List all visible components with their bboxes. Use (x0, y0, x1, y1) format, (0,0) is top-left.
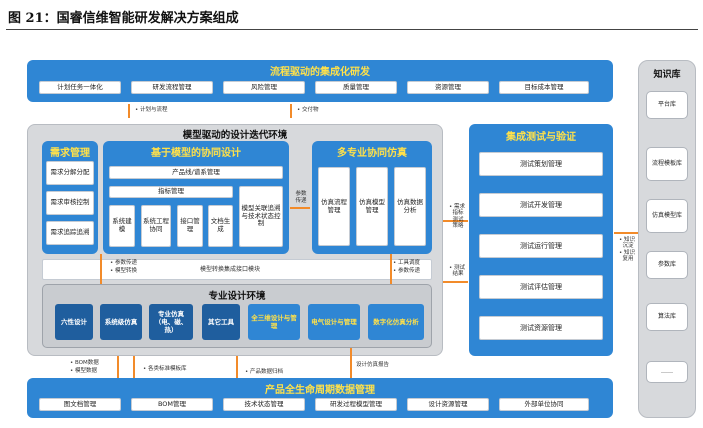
process-item: 质量管理 (315, 81, 397, 94)
collab-design-title: 基于模型的协同设计 (151, 148, 241, 159)
bom-note: • 模型数据 (70, 368, 98, 374)
interface-module-label: 模型转换集成接口模块 (200, 266, 261, 273)
kb-note: • 知识 沉淀 • 知识 复用 (619, 237, 636, 262)
collab-col: 文档生成 (208, 205, 233, 247)
product-line-box: 产品线/谱系管理 (109, 166, 283, 179)
middle-note: • 参数传递 (110, 260, 138, 266)
arrow-up-down (133, 356, 135, 378)
lifecycle-item: 研发过程模型管理 (315, 398, 397, 411)
process-item: 目标成本管理 (499, 81, 589, 94)
kb-item: 平台库 (646, 91, 688, 119)
arrow-right (290, 207, 310, 209)
design-env-item: 全三维设计与管理 (248, 304, 300, 340)
arrow-left-right (443, 281, 468, 283)
process-item: 资源管理 (407, 81, 489, 94)
caption-divider (6, 29, 698, 30)
bom-note: • BOM数据 (70, 360, 99, 366)
arrow-up-down (117, 356, 119, 378)
simulation-panel: 多专业协同仿真 仿真流程管理 仿真模型管理 仿真数据分析 (312, 141, 432, 254)
indicator-box: 指标管理 (109, 186, 233, 198)
trace-control-box: 模型关联追溯与技术状态控制 (239, 186, 283, 247)
plan-flow-note: • 计划与流程 (135, 107, 168, 113)
design-env-item: 其它工具 (202, 304, 240, 340)
arrow-up-down (128, 104, 130, 118)
simulation-title: 多专业协同仿真 (337, 148, 407, 159)
right-note: • 工具调度 (393, 260, 421, 266)
requirement-item: 需求审核控制 (46, 191, 94, 215)
middle-note: • 模型转换 (110, 268, 138, 274)
kb-item: 流程模板库 (646, 147, 688, 181)
design-env-item: 专业仿真（电、磁、热） (149, 304, 193, 340)
test-panel: 集成测试与验证 测试策划管理 测试开发管理 测试运行管理 测试评估管理 测试资源… (469, 124, 613, 356)
archive-note: • 产品数据归档 (245, 369, 284, 375)
arrow-left-right (614, 232, 638, 234)
test-item: 测试运行管理 (479, 234, 603, 258)
requirement-item: 需求分解分配 (46, 161, 94, 185)
test-note-left: • 需求 指标 测试 策略 (449, 204, 466, 229)
requirement-title: 需求管理 (50, 148, 90, 159)
model-panel-title: 模型驱动的设计迭代环境 (182, 130, 288, 141)
kb-item: …… (646, 361, 688, 383)
collab-col: 系统工程协同 (141, 205, 171, 247)
kb-item: 算法库 (646, 303, 688, 331)
lifecycle-item: 设计资源管理 (407, 398, 489, 411)
lifecycle-item: 外部单位协同 (499, 398, 589, 411)
arrow-up-down (290, 104, 292, 118)
figure-caption: 图 21：国睿信维智能研发解决方案组成 (8, 11, 239, 26)
design-env-item: 电气设计与管理 (308, 304, 360, 340)
design-env-item: 数字化仿真分析 (368, 304, 424, 340)
requirement-item: 需求追踪追溯 (46, 221, 94, 245)
design-env-item: 系统级仿真 (100, 304, 142, 340)
kb-title: 知识库 (653, 70, 681, 80)
test-item: 测试策划管理 (479, 152, 603, 176)
template-note: • 各类标准模板库 (143, 366, 187, 372)
lifecycle-panel: 产品全生命周期数据管理 图文档管理 BOM管理 技术状态管理 研发过程模型管理 … (27, 378, 613, 418)
arrow-left-right (443, 220, 468, 222)
lifecycle-title: 产品全生命周期数据管理 (265, 385, 375, 396)
process-panel-title: 流程驱动的集成化研发 (270, 67, 370, 78)
test-item: 测试评估管理 (479, 275, 603, 299)
requirement-panel: 需求管理 需求分解分配 需求审核控制 需求追踪追溯 (42, 141, 98, 254)
interface-module-bar (42, 259, 432, 280)
kb-item: 参数库 (646, 251, 688, 279)
knowledge-base-panel: 知识库 平台库 流程模板库 仿真模型库 参数库 算法库 …… (638, 60, 696, 418)
simulation-item: 仿真数据分析 (394, 167, 426, 246)
process-item: 风险管理 (223, 81, 305, 94)
collab-col: 系统建模 (109, 205, 135, 247)
simulation-item: 仿真流程管理 (318, 167, 350, 246)
kb-item: 仿真模型库 (646, 199, 688, 233)
test-title: 集成测试与验证 (506, 132, 576, 143)
collab-col: 接口管理 (177, 205, 203, 247)
param-pass-note: 参数传递 (295, 191, 307, 204)
simulation-item: 仿真模型管理 (356, 167, 388, 246)
test-item: 测试开发管理 (479, 193, 603, 217)
arrow-up-down (100, 254, 102, 284)
lifecycle-item: 技术状态管理 (223, 398, 305, 411)
design-env-item: 六性设计 (55, 304, 93, 340)
collab-design-panel: 基于模型的协同设计 产品线/谱系管理 指标管理 系统建模 系统工程协同 接口管理… (103, 141, 289, 254)
deliverable-note: • 交付物 (297, 107, 319, 113)
process-panel: 流程驱动的集成化研发 计划任务一体化 研发流程管理 风险管理 质量管理 资源管理… (27, 60, 613, 102)
lifecycle-item: 图文档管理 (39, 398, 121, 411)
design-env-title: 专业设计环境 (208, 291, 266, 302)
process-item: 计划任务一体化 (39, 81, 121, 94)
arrow-up-down (350, 348, 352, 378)
right-note: • 参数传递 (393, 268, 421, 274)
test-item: 测试资源管理 (479, 316, 603, 340)
lifecycle-item: BOM管理 (131, 398, 213, 411)
arrow-up-down (390, 254, 392, 284)
report-note: 设计仿真报告 (356, 362, 390, 368)
arrow-up-down (236, 356, 238, 378)
test-note-result: • 测试 结果 (449, 265, 466, 278)
process-item: 研发流程管理 (131, 81, 213, 94)
